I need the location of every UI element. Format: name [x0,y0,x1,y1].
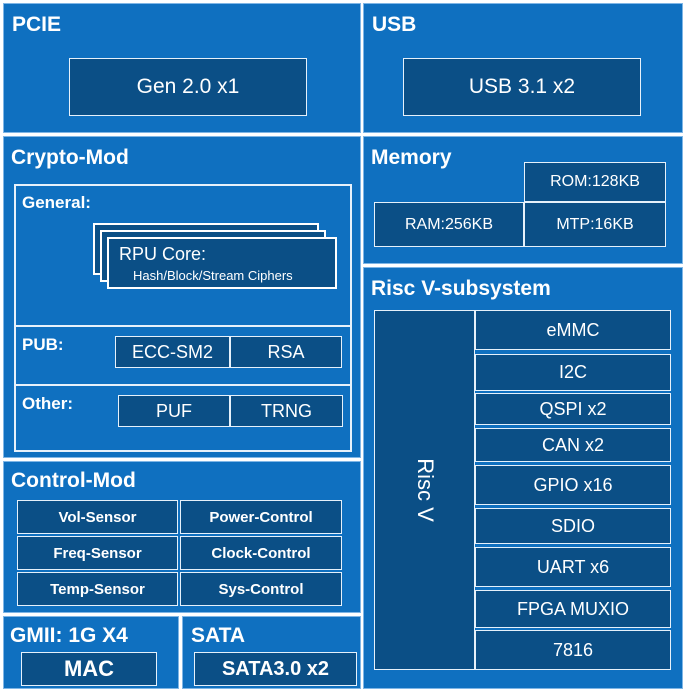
memory-title: Memory [371,146,452,169]
can-box: CAN x2 [475,428,671,462]
sata-title: SATA [191,624,246,647]
crypto-inner-frame [14,184,352,452]
rpu-core-subtitle: Hash/Block/Stream Ciphers [133,268,293,283]
freq-sensor-box: Freq-Sensor [17,536,178,570]
qspi-box: QSPI x2 [475,393,671,425]
pcie-title: PCIE [12,13,62,36]
other-label: Other: [22,394,73,413]
memory-panel: Memory ROM:128KB RAM:256KB MTP:16KB [363,136,683,264]
ecc-sm2-box: ECC-SM2 [115,336,230,368]
mtp-box: MTP:16KB [524,202,666,247]
ram-box: RAM:256KB [374,202,524,247]
gpio-box: GPIO x16 [475,465,671,505]
usb-panel: USB USB 3.1 x2 [363,3,683,133]
rom-box: ROM:128KB [524,162,666,202]
riscv-core-box: Risc V [374,310,475,670]
sys-control-box: Sys-Control [180,572,342,606]
riscv-title: Risc V-subsystem [371,277,551,300]
gmii-panel: GMII: 1G X4 MAC [3,616,179,689]
pcie-panel: PCIE Gen 2.0 x1 [3,3,361,133]
puf-box: PUF [118,395,230,427]
emmc-box: eMMC [475,310,671,350]
usb-title: USB [372,13,417,36]
fpga-muxio-box: FPGA MUXIO [475,590,671,628]
power-control-box: Power-Control [180,500,342,534]
crypto-divider-2 [16,384,350,386]
sata-box: SATA3.0 x2 [194,652,357,686]
iso7816-box: 7816 [475,630,671,670]
riscv-core-label: Risc V [412,458,438,522]
control-title: Control-Mod [11,469,136,492]
trng-box: TRNG [230,395,343,427]
uart-box: UART x6 [475,547,671,587]
rpu-card-front: RPU Core: Hash/Block/Stream Ciphers [107,237,337,289]
crypto-divider-1 [16,325,350,327]
gmii-title: GMII: 1G X4 [10,624,128,647]
rsa-box: RSA [230,336,342,368]
sata-panel: SATA SATA3.0 x2 [182,616,361,689]
temp-sensor-box: Temp-Sensor [17,572,178,606]
vol-sensor-box: Vol-Sensor [17,500,178,534]
riscv-panel: Risc V-subsystem Risc V eMMC I2C QSPI x2… [363,267,683,689]
rpu-core-title: RPU Core: [119,244,207,264]
general-label: General: [22,193,91,212]
usb-box: USB 3.1 x2 [403,58,641,116]
i2c-box: I2C [475,354,671,391]
pub-label: PUB: [22,335,64,354]
pcie-gen-box: Gen 2.0 x1 [69,58,307,116]
sdio-box: SDIO [475,508,671,544]
crypto-title: Crypto-Mod [11,146,129,169]
clock-control-box: Clock-Control [180,536,342,570]
control-panel: Control-Mod Vol-Sensor Power-Control Fre… [3,461,361,613]
crypto-panel: Crypto-Mod General: RPU Core: Hash/Block… [3,136,361,458]
mac-box: MAC [21,652,157,686]
